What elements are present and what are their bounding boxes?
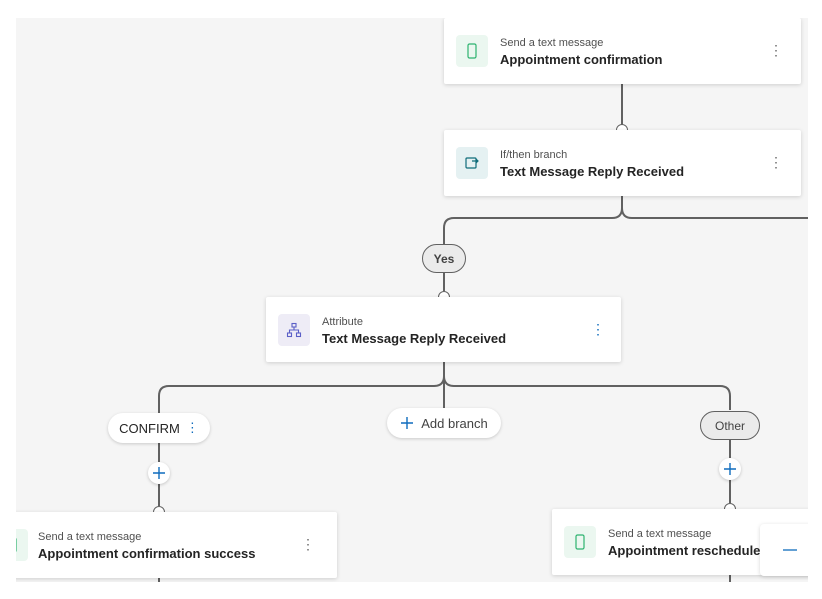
plus-icon [153,467,165,479]
branch-label-confirm[interactable]: CONFIRM ⋮ [108,413,210,443]
journey-canvas[interactable]: Send a text message Appointment confirma… [16,18,808,582]
phone-icon [456,35,488,67]
plus-icon [724,463,736,475]
add-branch-button[interactable]: Add branch [387,408,501,438]
more-options-icon[interactable]: ⋮ [591,321,605,337]
more-options-icon[interactable]: ⋮ [769,42,783,58]
card-subtitle: Send a text message [38,531,142,543]
card-title: Appointment reschedule [608,543,761,558]
branch-label-text: Yes [433,251,455,266]
more-options-icon[interactable]: ⋮ [185,420,199,435]
minus-icon [783,549,797,551]
more-options-icon[interactable]: ⋮ [301,536,315,552]
branch-label-other[interactable]: Other [700,411,760,440]
step-card-appointment-confirmation[interactable]: Send a text message Appointment confirma… [444,18,801,84]
card-title: Appointment confirmation success [38,546,256,561]
card-subtitle: Send a text message [608,528,712,540]
card-subtitle: If/then branch [500,149,568,161]
zoom-out-button[interactable] [760,524,808,576]
branch-icon [456,147,488,179]
phone-icon [16,529,28,561]
add-step-button[interactable] [719,458,741,480]
step-card-if-then-branch[interactable]: If/then branch Text Message Reply Receiv… [444,130,801,196]
card-title: Appointment confirmation [500,52,663,67]
card-title: Text Message Reply Received [500,164,685,179]
branch-label-yes[interactable]: Yes [422,244,466,273]
card-subtitle: Attribute [322,316,363,328]
more-options-icon[interactable]: ⋮ [769,154,783,170]
connector-lines [158,84,808,582]
branch-label-text: Other [714,418,745,433]
add-step-button[interactable] [148,462,170,484]
hierarchy-icon [278,314,310,346]
card-title: Text Message Reply Received [322,331,507,346]
add-branch-label: Add branch [421,415,488,431]
card-subtitle: Send a text message [500,37,604,49]
branch-label-text: CONFIRM [119,420,180,436]
step-card-appointment-confirmation-success[interactable]: Send a text message Appointment confirma… [16,512,337,578]
plus-icon [400,416,414,430]
step-card-attribute[interactable]: Attribute Text Message Reply Received ⋮ [266,297,621,362]
phone-icon [564,526,596,558]
